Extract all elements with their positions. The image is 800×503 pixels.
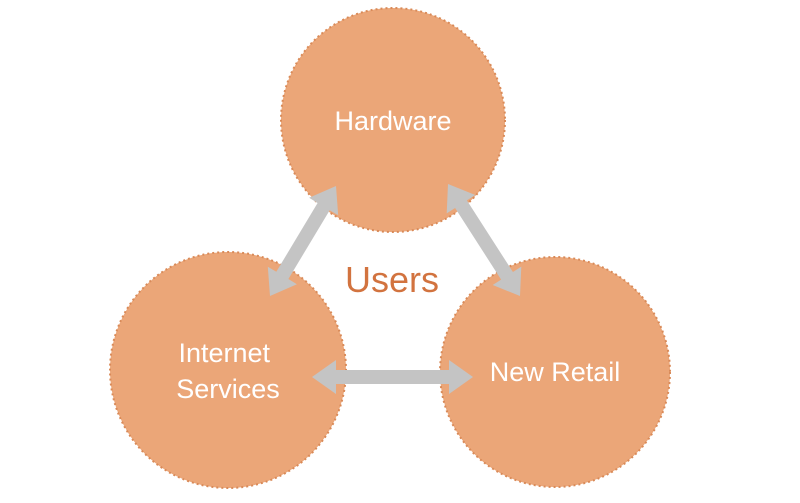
- node-internet-services-label-line1: Internet: [178, 338, 270, 368]
- arrow-hardware-new-retail: [446, 184, 522, 296]
- node-new-retail-label: New Retail: [490, 357, 621, 387]
- connector-arrows: [267, 184, 522, 394]
- node-internet-services-circle: [109, 251, 347, 489]
- node-internet-services: Internet Services: [109, 251, 347, 489]
- arrow-hardware-internet-services: [267, 186, 339, 296]
- arrow-internet-services-new-retail: [312, 360, 473, 394]
- node-hardware-label: Hardware: [334, 106, 451, 136]
- node-hardware: Hardware: [280, 7, 506, 233]
- node-hardware-circle: [280, 7, 506, 233]
- node-internet-services-label: Internet Services: [176, 338, 280, 404]
- node-internet-services-label-line2: Services: [176, 374, 280, 404]
- node-new-retail: New Retail: [439, 256, 671, 488]
- center-label-users: Users: [345, 259, 439, 300]
